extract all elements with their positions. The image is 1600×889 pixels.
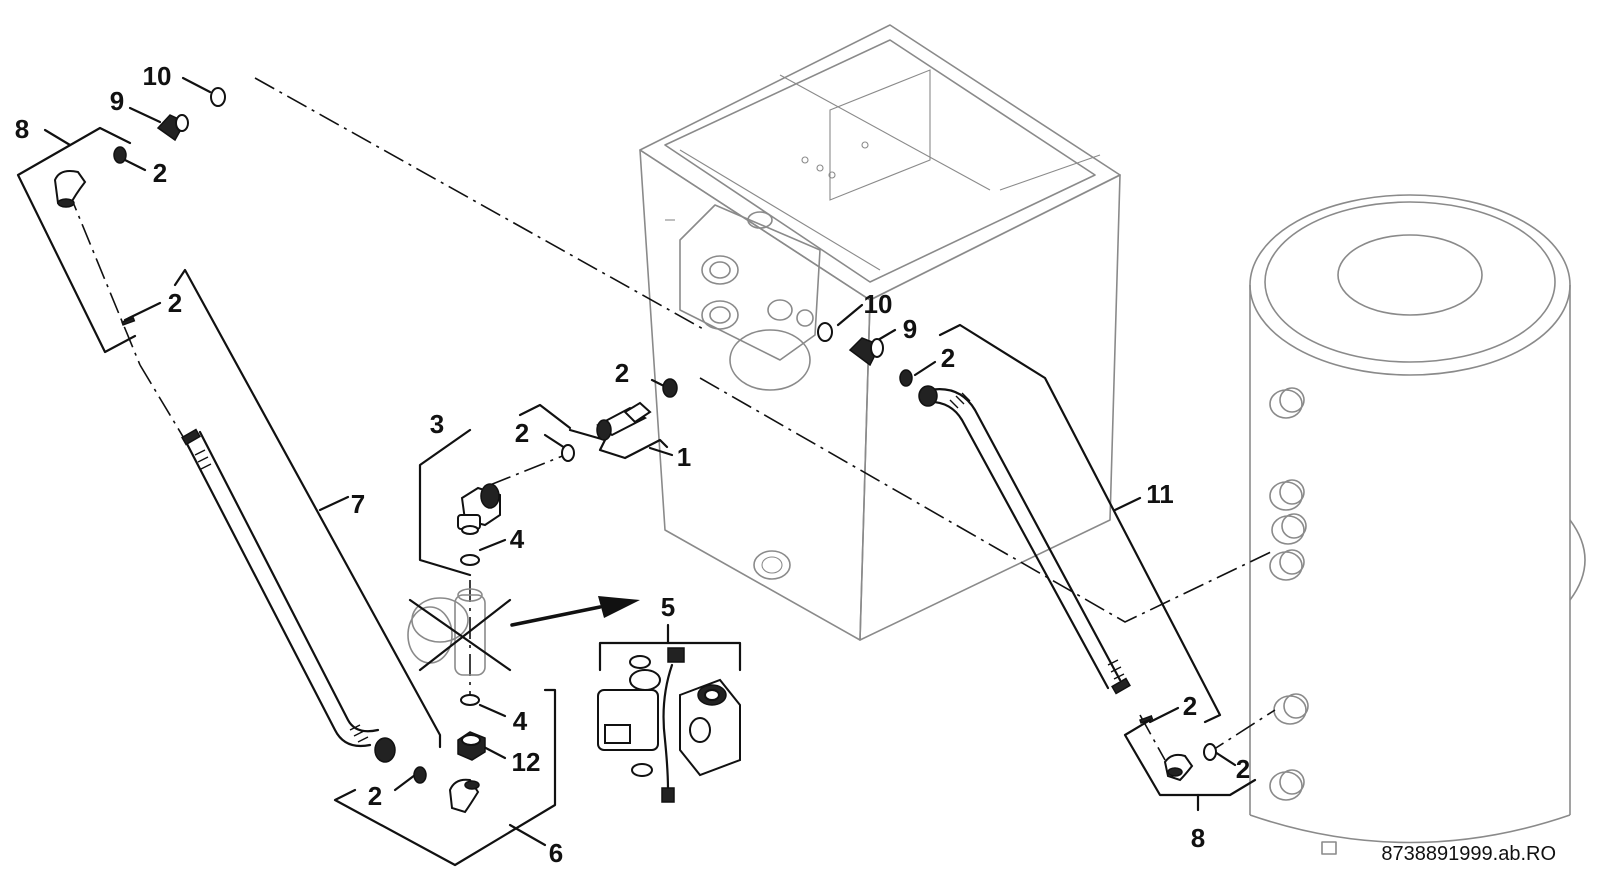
replacement-arrow xyxy=(510,596,640,627)
callout-2-h: 2 xyxy=(1236,754,1250,784)
callout-3: 3 xyxy=(430,409,444,439)
callout-2-d: 2 xyxy=(615,358,629,388)
callout-2-a: 2 xyxy=(153,158,167,188)
seal-10-top xyxy=(210,87,226,107)
elbow-6 xyxy=(448,778,480,814)
callout-7: 7 xyxy=(351,489,365,519)
callout-11: 11 xyxy=(1146,479,1174,509)
callout-labels: 10 9 8 2 2 7 3 2 2 1 4 5 4 12 2 6 10 9 2… xyxy=(15,61,1250,868)
nipple-1 xyxy=(596,401,652,441)
assembly-centre-lines xyxy=(67,77,1276,761)
flexible-pipe-7 xyxy=(181,428,396,763)
callout-8-right: 8 xyxy=(1191,823,1205,853)
callout-2-c: 2 xyxy=(515,418,529,448)
old-pump-crossed-out xyxy=(407,588,512,676)
callout-2-f: 2 xyxy=(941,343,955,373)
flexible-pipe-11 xyxy=(918,385,1131,695)
callout-2-b: 2 xyxy=(168,288,182,318)
boiler-unit xyxy=(639,24,1121,641)
elbow-8-top xyxy=(53,170,87,208)
callout-9-top: 9 xyxy=(110,86,124,116)
callout-9-right: 9 xyxy=(903,314,917,344)
fittings-and-pipes xyxy=(53,87,1217,814)
document-reference: 8738891999.ab.RO xyxy=(1381,843,1556,865)
callout-4-b: 4 xyxy=(513,706,528,736)
callout-8-top: 8 xyxy=(15,114,29,144)
adapter-9-right xyxy=(848,337,884,367)
adapter-9-top xyxy=(156,114,189,142)
callout-5: 5 xyxy=(661,592,675,622)
union-nut-12 xyxy=(457,731,486,761)
callout-10-top: 10 xyxy=(143,61,172,91)
callout-2-e: 2 xyxy=(368,781,382,811)
callout-1: 1 xyxy=(677,442,691,472)
grouping-brackets xyxy=(16,76,1257,867)
callout-6: 6 xyxy=(549,838,563,868)
callout-2-g: 2 xyxy=(1183,691,1197,721)
callout-12: 12 xyxy=(512,747,541,777)
callout-10-right: 10 xyxy=(864,289,893,319)
replacement-pump-5 xyxy=(597,647,741,803)
hot-water-cylinder xyxy=(1249,194,1586,855)
callout-4-a: 4 xyxy=(510,524,525,554)
elbow-8-right xyxy=(1163,753,1194,782)
valve-3 xyxy=(457,483,501,535)
